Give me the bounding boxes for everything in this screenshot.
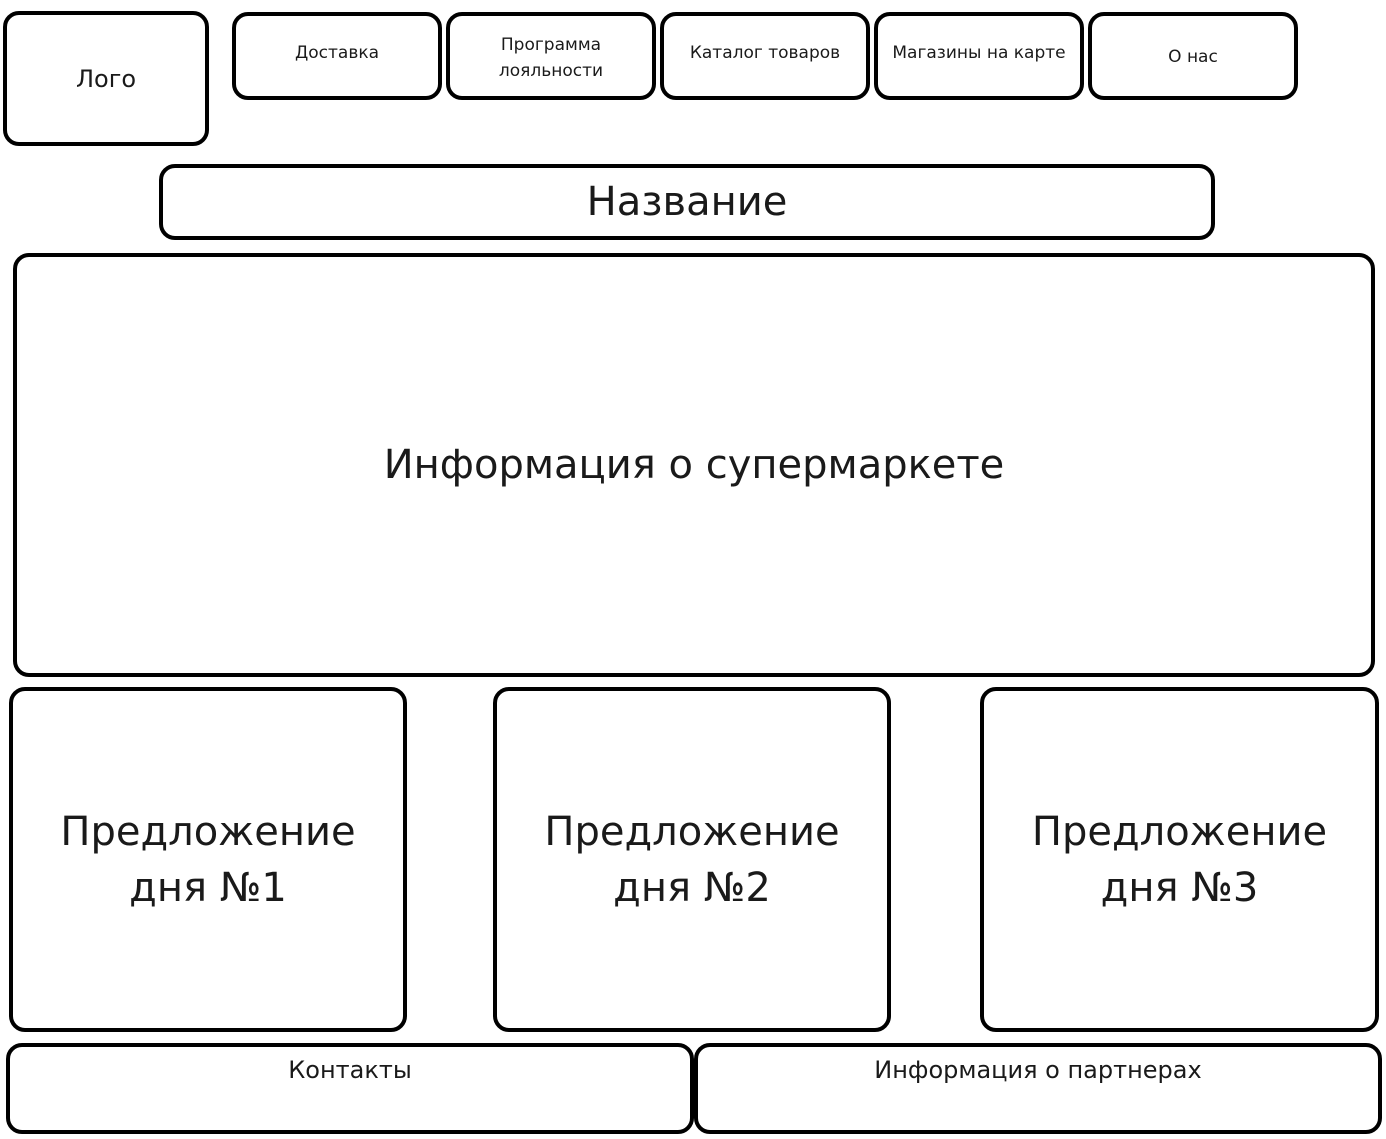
nav-item-delivery[interactable]: Доставка bbox=[232, 12, 442, 100]
nav-item-loyalty-program[interactable]: Программа лояльности bbox=[446, 12, 656, 100]
offer-of-day-3[interactable]: Предложение дня №3 bbox=[980, 687, 1379, 1032]
nav-item-label: Программа лояльности bbox=[498, 35, 604, 81]
nav-item-label: Доставка bbox=[294, 43, 380, 63]
footer-contacts[interactable]: Контакты bbox=[6, 1043, 694, 1134]
page-title-block: Название bbox=[159, 164, 1215, 240]
offer-of-day-1[interactable]: Предложение дня №1 bbox=[9, 687, 407, 1032]
footer-partners-info[interactable]: Информация о партнерах bbox=[694, 1043, 1382, 1134]
nav-item-label: Каталог товаров bbox=[689, 43, 841, 63]
footer-contacts-label: Контакты bbox=[288, 1056, 412, 1084]
nav-item-stores-map[interactable]: Магазины на карте bbox=[874, 12, 1084, 100]
offer-label: Предложение дня №2 bbox=[544, 808, 840, 911]
page-title: Название bbox=[586, 179, 788, 225]
nav-item-label: О нас bbox=[1168, 47, 1218, 67]
offer-label: Предложение дня №3 bbox=[1031, 808, 1328, 911]
logo-placeholder[interactable]: Лого bbox=[3, 11, 209, 146]
footer-partners-label: Информация о партнерах bbox=[874, 1056, 1202, 1084]
nav-item-catalog[interactable]: Каталог товаров bbox=[660, 12, 870, 100]
nav-item-about[interactable]: О нас bbox=[1088, 12, 1298, 100]
nav-item-label: Магазины на карте bbox=[892, 43, 1066, 63]
offer-of-day-2[interactable]: Предложение дня №2 bbox=[493, 687, 891, 1032]
supermarket-info-label: Информация о супермаркете bbox=[383, 442, 1005, 488]
offer-label: Предложение дня №1 bbox=[60, 808, 356, 911]
logo-label: Лого bbox=[75, 64, 137, 93]
supermarket-info-block: Информация о супермаркете bbox=[13, 253, 1375, 677]
